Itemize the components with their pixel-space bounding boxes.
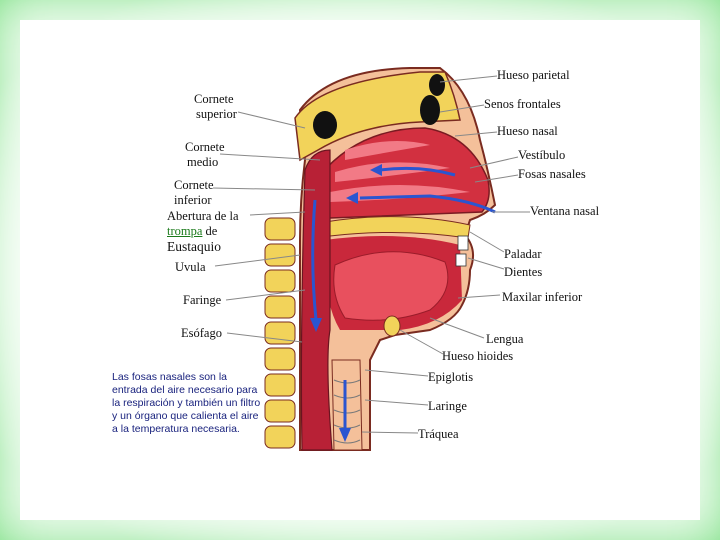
label-hueso-parietal: Hueso parietal [497, 68, 570, 82]
label-abertura: Abertura de la [167, 209, 239, 223]
label-cornete-superior-1: Cornete [194, 92, 234, 106]
label-laringe: Laringe [428, 399, 467, 413]
label-eustaquio: Eustaquio [167, 239, 221, 254]
airflow-arrows [311, 166, 496, 430]
label-paladar: Paladar [504, 247, 542, 261]
label-cornete-inferior-2: inferior [174, 193, 212, 207]
tongue [333, 251, 449, 321]
label-maxilar-inferior: Maxilar inferior [502, 290, 583, 304]
skull-bone [294, 71, 461, 162]
turbinate-upper [345, 141, 430, 160]
label-cornete-medio-1: Cornete [185, 140, 225, 154]
label-epiglotis: Epiglotis [428, 370, 474, 384]
label-hueso-hioides: Hueso hioides [442, 349, 514, 363]
frontal-sinus-2 [420, 95, 440, 125]
teeth-lower [455, 253, 467, 267]
frontal-sinus-1 [429, 74, 445, 96]
label-hueso-nasal: Hueso nasal [497, 124, 558, 138]
label-faringe: Faringe [183, 293, 222, 307]
leader-lines [212, 75, 530, 434]
label-uvula: Uvula [175, 260, 206, 274]
hyoid-bone [383, 315, 401, 337]
label-fosas-nasales: Fosas nasales [518, 167, 586, 181]
label-senos-frontales: Senos frontales [484, 97, 561, 111]
teeth-upper [457, 235, 469, 251]
trachea-rings [333, 379, 361, 444]
label-dientes: Dientes [504, 265, 543, 279]
label-ventana-nasal: Ventana nasal [530, 204, 600, 218]
label-trompa-line: trompa de [167, 224, 217, 239]
trompa-link[interactable]: trompa [167, 224, 203, 238]
description-note: Las fosas nasales son la entrada del air… [112, 371, 261, 435]
pharynx [300, 149, 333, 451]
label-de: de [202, 224, 218, 238]
label-esofago: Esófago [181, 326, 222, 340]
sinus-3 [313, 111, 337, 139]
label-vestibulo: Vestíbulo [518, 148, 566, 162]
label-lengua: Lengua [486, 332, 524, 346]
airflow-arrowheads [310, 164, 382, 442]
label-cornete-inferior-1: Cornete [174, 178, 214, 192]
spine [264, 217, 296, 449]
label-traquea: Tráquea [418, 427, 459, 441]
label-cornete-superior-2: superior [196, 107, 237, 121]
label-cornete-medio-2: medio [187, 155, 219, 169]
palate [324, 216, 471, 239]
turbinate-middle [335, 162, 450, 182]
